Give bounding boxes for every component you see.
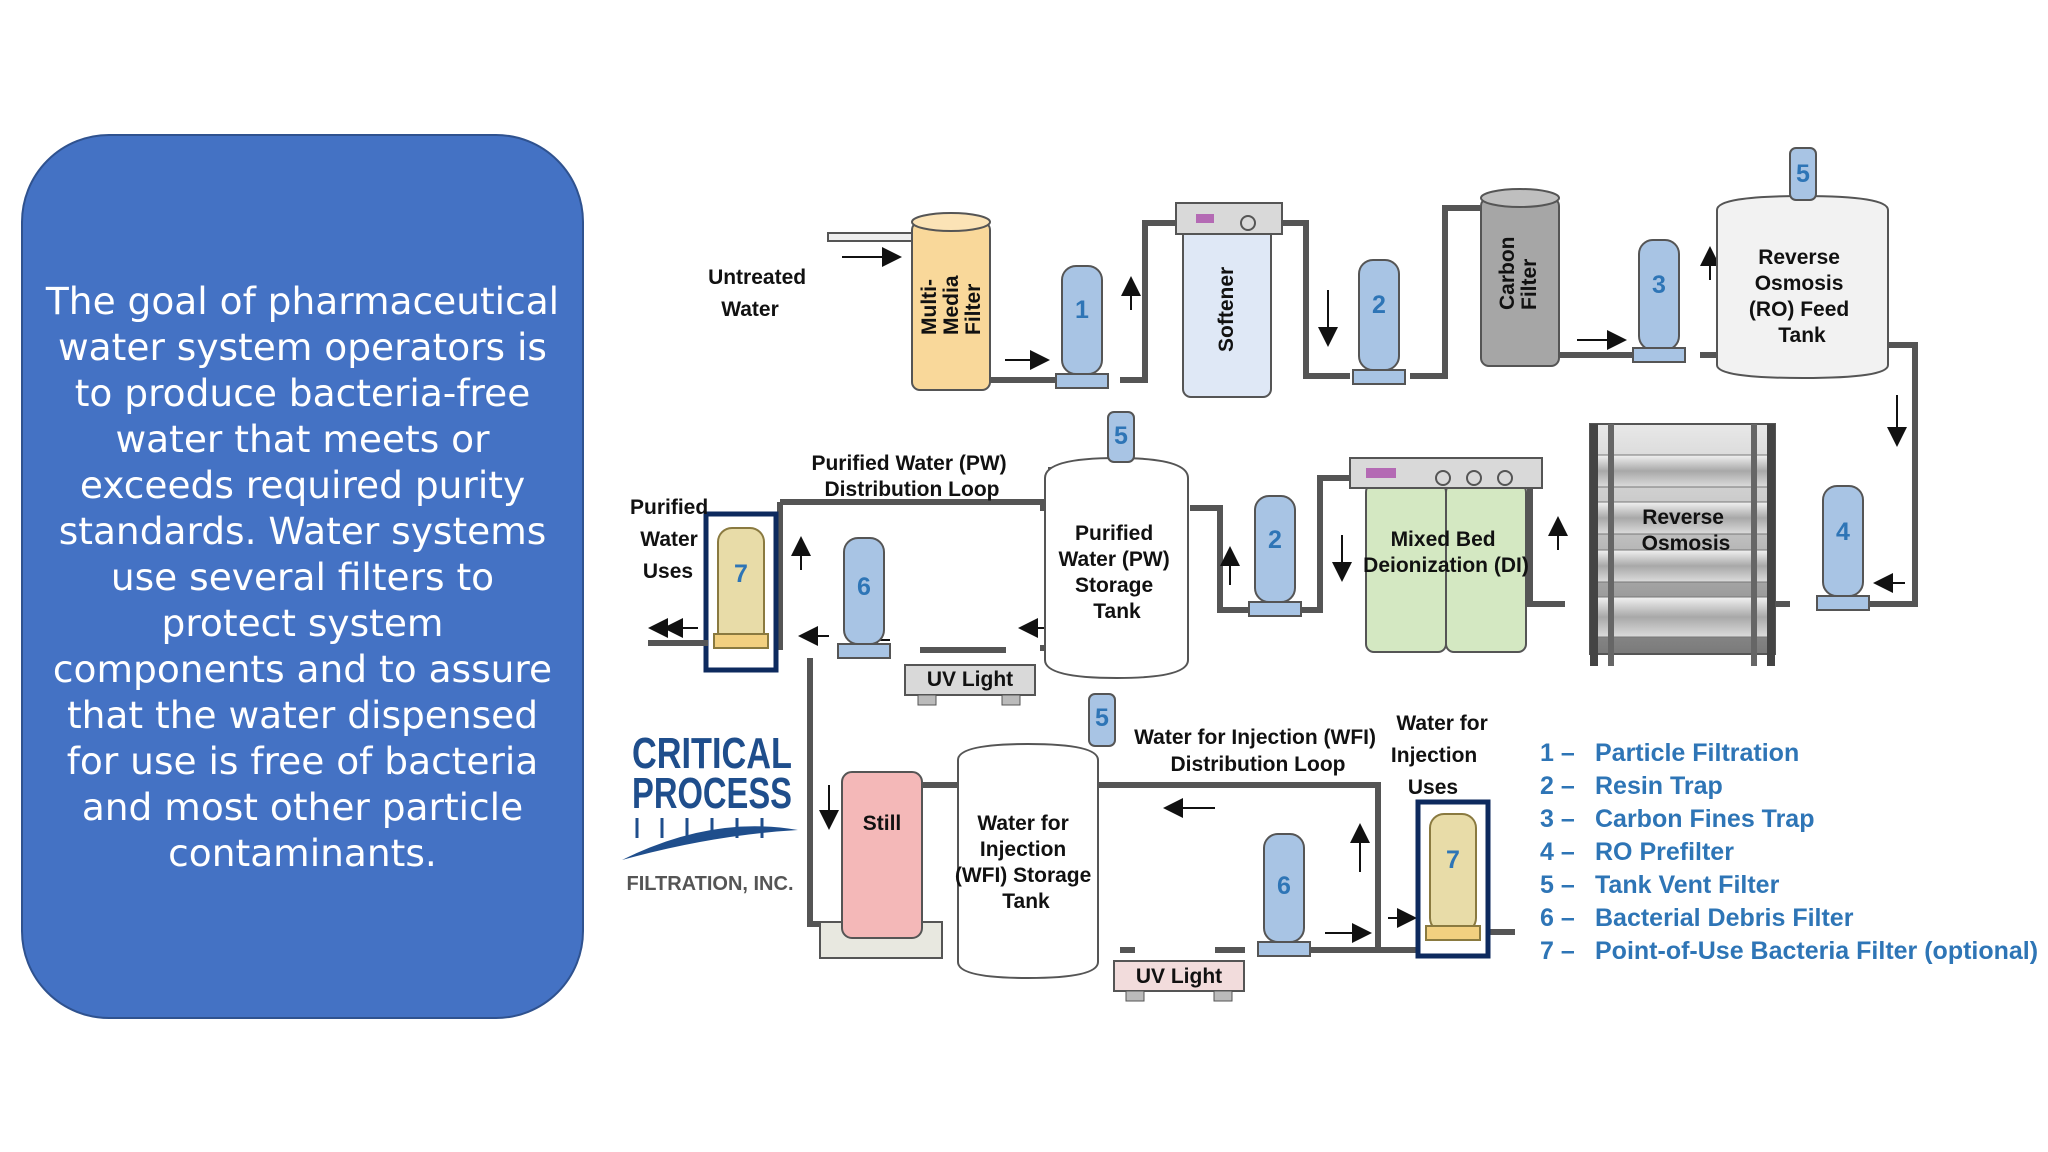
legend-item: 7 – Point-of-Use Bacteria Filter (optiona… xyxy=(1540,937,2038,965)
softener: Softener xyxy=(1175,202,1283,398)
reverse-osmosis-unit: Reverse Osmosis xyxy=(1589,423,1776,666)
svg-text:5: 5 xyxy=(1796,160,1810,188)
pw-uses-label: Purified Water Uses xyxy=(630,496,714,583)
pw-loop-label: Purified Water (PW) Distribution Loop xyxy=(811,452,1012,501)
filter-2-middle: 2 xyxy=(1248,495,1302,617)
svg-text:5: 5 xyxy=(1114,422,1128,450)
legend-number: 1 – xyxy=(1540,739,1575,767)
filter-2-top: 2 xyxy=(1352,259,1406,385)
svg-text:UV Light: UV Light xyxy=(927,668,1013,691)
svg-text:Carbon Filter: Carbon Filter xyxy=(1496,231,1541,310)
svg-text:6: 6 xyxy=(1277,872,1291,900)
svg-text:Reverse Osmosis: Reverse Osmosis xyxy=(1642,506,1731,555)
svg-text:Purified Water (PW): Purified Water (PW) Storage Tank xyxy=(1058,522,1175,623)
legend-number: 2 – xyxy=(1540,772,1575,800)
legend-number: 4 – xyxy=(1540,838,1575,866)
uv-light-1: UV Light xyxy=(904,664,1036,706)
legend-item: 5 – Tank Vent Filter xyxy=(1540,871,1780,899)
legend-item: 2 – Resin Trap xyxy=(1540,772,1723,800)
svg-text:5: 5 xyxy=(1095,704,1109,732)
legend-number: 7 – xyxy=(1540,937,1575,965)
pw-storage-tank: Purified Water (PW) Storage Tank xyxy=(1044,456,1189,680)
wfi-storage-tank: Water for Injection (WFI) Storage Tank xyxy=(955,742,1099,980)
svg-text:Multi- Media F: Multi- Media Filter xyxy=(918,270,985,335)
filter-4: 4 xyxy=(1816,485,1870,611)
svg-text:7: 7 xyxy=(734,560,748,588)
svg-text:2: 2 xyxy=(1268,526,1282,554)
vent-filter-5-wfi: 5 xyxy=(1088,693,1116,747)
multimedia-filter: Multi- Media Filter xyxy=(911,212,991,391)
svg-text:6: 6 xyxy=(857,573,871,601)
untreated-water-inlet: Untreated Water xyxy=(708,232,924,321)
legend-text: RO Prefilter xyxy=(1595,838,1734,866)
svg-text:CRITICAL: CRITICAL xyxy=(632,729,792,778)
pou-filter-7-wfi: 7 xyxy=(1415,799,1491,959)
flow-arrows xyxy=(648,246,1907,943)
legend-text: Resin Trap xyxy=(1595,772,1723,800)
carbon-filter: Carbon Filter xyxy=(1480,188,1560,367)
legend-item: 4 – RO Prefilter xyxy=(1540,838,1734,866)
svg-text:4: 4 xyxy=(1836,518,1850,546)
svg-text:7: 7 xyxy=(1446,846,1460,874)
legend-item: 6 – Bacterial Debris Filter xyxy=(1540,904,1854,932)
pou-filter-7-pw: 7 xyxy=(703,511,779,673)
svg-text:1: 1 xyxy=(1075,296,1089,324)
svg-text:2: 2 xyxy=(1372,291,1386,319)
svg-text:PROCESS: PROCESS xyxy=(632,769,792,818)
untreated-water-label: Untreated Water xyxy=(708,266,812,321)
svg-text:Reverse Osmosis: Reverse Osmosis (RO) Feed Tank xyxy=(1749,246,1855,347)
svg-text:3: 3 xyxy=(1652,271,1666,299)
ro-feed-tank: Reverse Osmosis (RO) Feed Tank xyxy=(1716,194,1889,380)
svg-text:UV Light: UV Light xyxy=(1136,965,1222,988)
description-text: The goal of pharmaceutical water system … xyxy=(45,278,560,875)
filter-6-wfi: 6 xyxy=(1257,833,1311,957)
legend-item: 3 – Carbon Fines Trap xyxy=(1540,805,1814,833)
filter-3: 3 xyxy=(1632,239,1686,363)
uv-light-2: UV Light xyxy=(1113,960,1245,1002)
info-box: The goal of pharmaceutical water system … xyxy=(21,134,584,1019)
wfi-loop-label: Water for Injection (WFI) Distribution L… xyxy=(1134,726,1382,776)
legend-number: 5 – xyxy=(1540,871,1575,899)
legend-text: Carbon Fines Trap xyxy=(1595,805,1814,833)
vent-filter-5-ro: 5 xyxy=(1789,147,1817,201)
pw-outlet xyxy=(648,618,708,646)
still: Still xyxy=(819,771,943,959)
legend-text: Bacterial Debris Filter xyxy=(1595,904,1854,932)
svg-text:Water for Injection: Water for Injection (WFI) Storage Tank xyxy=(955,812,1097,913)
svg-text:Mixed Bed Deionization: Mixed Bed Deionization (DI) xyxy=(1363,528,1529,577)
legend-text: Point-of-Use Bacteria Filter (optional) xyxy=(1595,937,2038,965)
legend: 1 – Particle Filtration 2 – Resin Trap 3 – Ca… xyxy=(1540,739,2038,965)
filter-1: 1 xyxy=(1055,265,1109,389)
legend-text: Tank Vent Filter xyxy=(1595,871,1780,899)
legend-item: 1 – Particle Filtration xyxy=(1540,739,1799,767)
svg-text:FILTRATION, INC.: FILTRATION, INC. xyxy=(626,873,793,895)
legend-number: 6 – xyxy=(1540,904,1575,932)
svg-text:Still: Still xyxy=(863,812,902,835)
mixed-bed-di: Mixed Bed Deionization (DI) xyxy=(1349,457,1543,653)
wfi-uses-label: Water for Injection Uses xyxy=(1391,712,1494,799)
legend-text: Particle Filtration xyxy=(1595,739,1799,767)
legend-number: 3 – xyxy=(1540,805,1575,833)
filter-6-pw: 6 xyxy=(837,537,891,659)
svg-text:Softener: Softener xyxy=(1215,267,1238,352)
critical-process-logo: CRITICAL PROCESS FILTRATION, INC. xyxy=(622,729,798,895)
vent-filter-5-pw: 5 xyxy=(1107,411,1135,463)
